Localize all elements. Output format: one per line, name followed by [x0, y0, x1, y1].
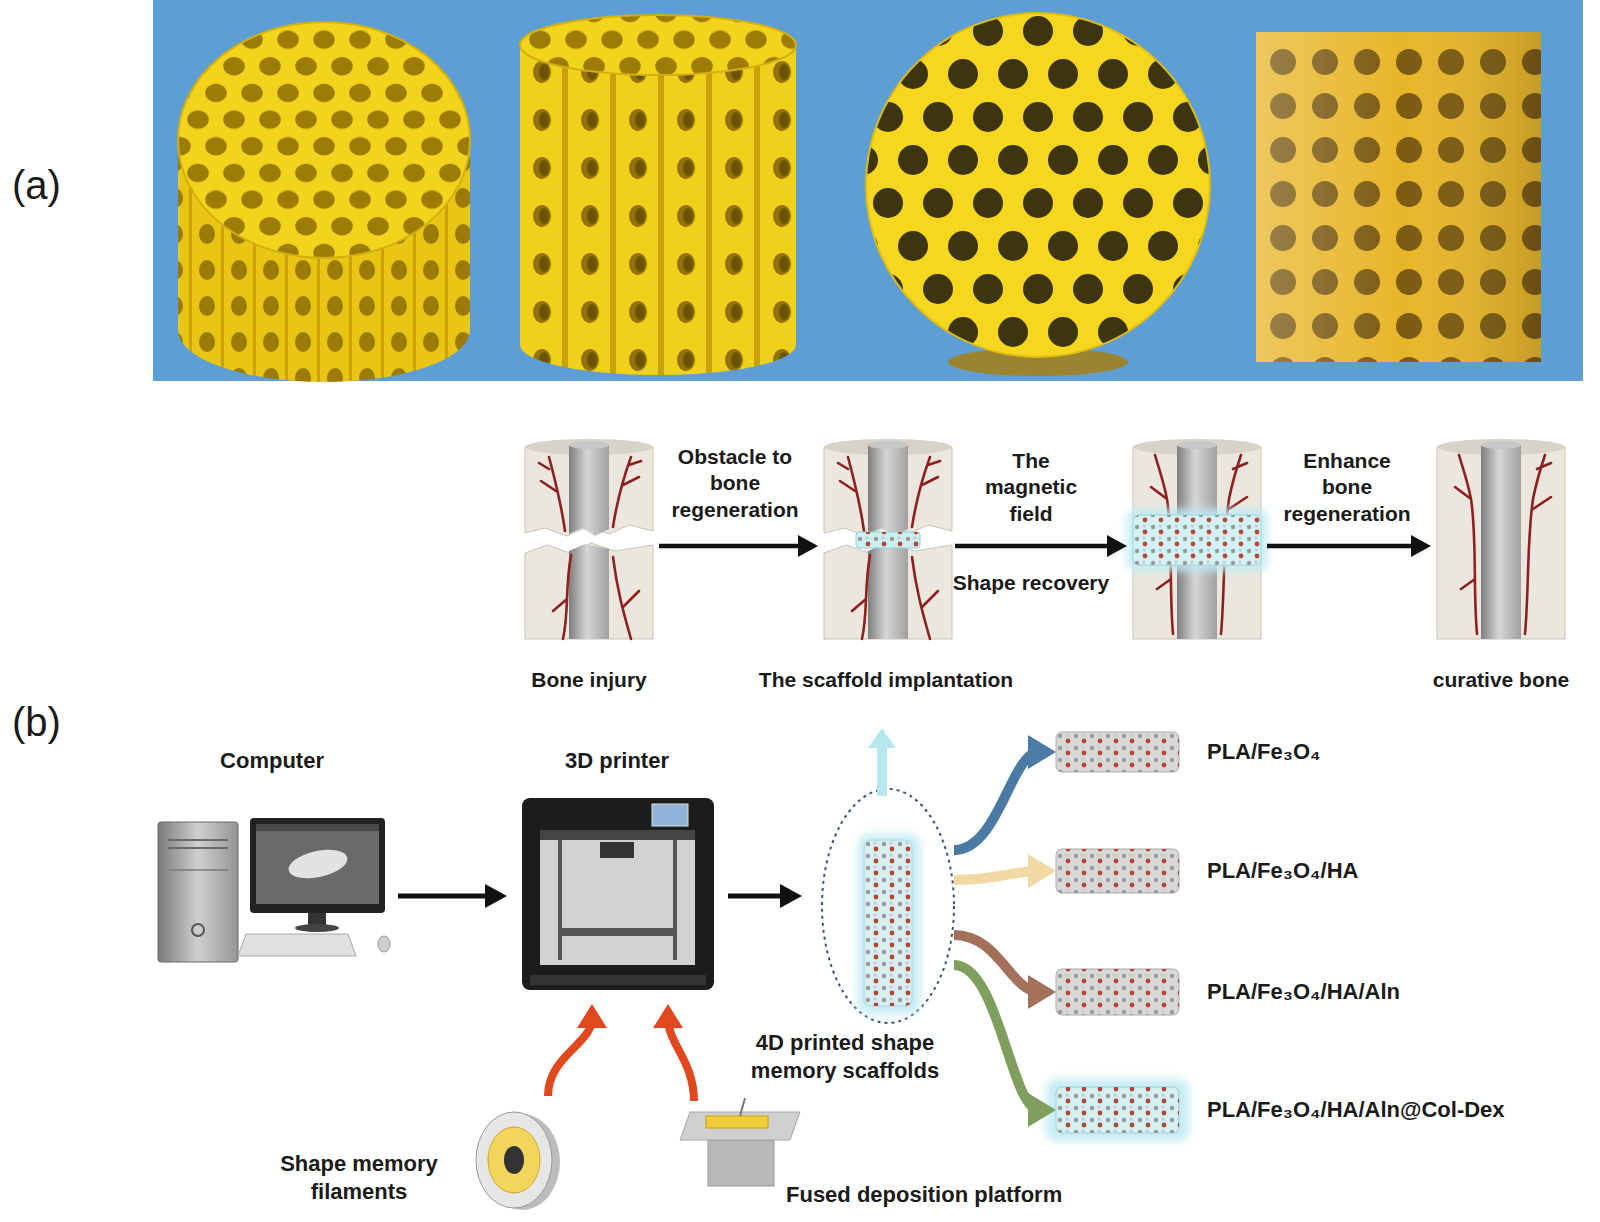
node-label: PLA/Fe₃O₄/HA/Aln@Col-Dex: [1207, 1096, 1505, 1124]
connector-line: [398, 894, 494, 899]
shape-recovery-illustration: [1127, 439, 1267, 639]
deposition-platform: [680, 1098, 800, 1186]
connector-arrow: [728, 884, 802, 908]
illustration-panel: Bone injury: [525, 439, 653, 689]
connector-arrow: [954, 854, 1056, 888]
connector-line: [954, 871, 1039, 880]
computer-illustration: [158, 818, 390, 962]
node-label: Bone injury: [531, 667, 647, 693]
node-label: Computer: [220, 747, 324, 775]
connector-arrow: [659, 535, 818, 557]
connector-arrow: [653, 1004, 694, 1101]
scaffold-implant-illustration: [824, 439, 952, 639]
connector-line: [728, 894, 789, 899]
printer-illustration: [522, 798, 714, 990]
equipment-node: Computer: [155, 745, 390, 985]
node-label: PLA/Fe₃O₄/HA/Aln: [1207, 978, 1400, 1006]
connector-line: [668, 1018, 694, 1101]
connector-line: [955, 544, 1115, 549]
composite-bar: [1046, 1079, 1189, 1141]
connector-line: [954, 752, 1039, 850]
composite-node: PLA/Fe₃O₄: [1050, 727, 1510, 777]
arrow-head: [798, 535, 818, 557]
connector-arrow: [954, 735, 1056, 850]
healed-bone-illustration: [1437, 439, 1565, 639]
equipment-node: 3D printer: [515, 745, 720, 1000]
edge-label: Enhance bone regeneration: [1281, 448, 1413, 527]
render-background: [153, 0, 1583, 381]
node-label: PLA/Fe₃O₄: [1207, 738, 1321, 766]
composite-node: PLA/Fe₃O₄/HA/Aln@Col-Dex: [1050, 1085, 1510, 1135]
scaffold-node: 4D printed shape memory scaffolds: [810, 785, 960, 1075]
arrow-head: [1107, 535, 1127, 557]
connector-arrow: [955, 535, 1127, 557]
bone-injury-illustration: [525, 439, 653, 639]
scaffold-render: [520, 15, 796, 375]
arrow-head: [653, 1004, 683, 1028]
connector-line: [1267, 544, 1419, 549]
composite-node: PLA/Fe₃O₄/HA: [1050, 846, 1510, 896]
node-label: 4D printed shape memory scaffolds: [730, 1029, 960, 1084]
node-label: Fused deposition platform: [786, 1181, 1062, 1209]
scaffold-render: [178, 22, 470, 382]
illustration-panel: curative bone: [1437, 439, 1565, 689]
connector-line: [548, 1018, 592, 1096]
filament-spool: [476, 1112, 560, 1210]
composite-bar: [1056, 732, 1179, 772]
connector-arrow: [398, 884, 507, 908]
connector-arrow: [954, 965, 1056, 1127]
arrow-head: [1028, 975, 1056, 1009]
arrow-head: [780, 884, 802, 908]
arrow-head: [1411, 535, 1431, 557]
illustration-panel: [1133, 439, 1261, 689]
composite-bar: [1056, 969, 1179, 1015]
connector-arrow: [1267, 535, 1431, 557]
arrow-head: [485, 884, 507, 908]
edge-label: The magnetic field: [971, 448, 1091, 527]
node-label: Shape memory filaments: [262, 1150, 457, 1205]
connector-line: [659, 544, 806, 549]
arrow-head: [1028, 854, 1056, 888]
material-node: Fused deposition platform: [670, 1105, 1110, 1215]
node-label: curative bone: [1433, 667, 1570, 693]
material-node: Shape memory filaments: [262, 1100, 562, 1215]
composite-bar: [1056, 849, 1179, 893]
node-label: The scaffold implantation: [759, 667, 1013, 693]
arrow-head: [1028, 735, 1056, 769]
illustration-panel: The scaffold implantation: [824, 439, 949, 689]
scaffold-sample: [822, 728, 954, 1023]
arrow-head: [1028, 1093, 1056, 1127]
node-label: 3D printer: [565, 747, 669, 775]
panel-label: (a): [12, 160, 61, 210]
scaffold-render: [1256, 32, 1541, 362]
connector-arrow: [548, 1004, 607, 1096]
scaffold-render: [866, 13, 1210, 376]
edge-label: Obstacle to bone regeneration: [660, 444, 810, 523]
connector-line: [954, 965, 1039, 1110]
arrow-head: [577, 1004, 607, 1028]
panel-label: (b): [12, 697, 61, 747]
node-label: PLA/Fe₃O₄/HA: [1207, 857, 1358, 885]
arrow-note: Shape recovery: [953, 570, 1109, 596]
composite-node: PLA/Fe₃O₄/HA/Aln: [1050, 967, 1510, 1017]
